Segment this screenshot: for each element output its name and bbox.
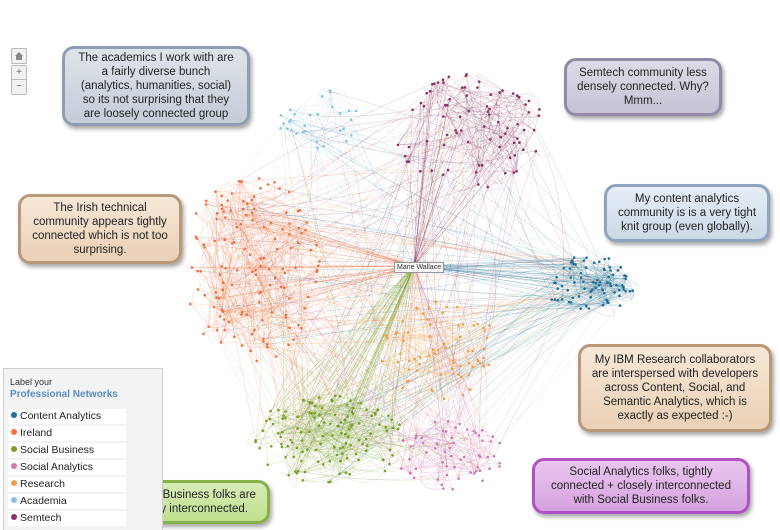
callout-social-analytics: Social Analytics folks, tightly connecte… [532, 458, 750, 514]
legend-item-research[interactable]: Research [8, 477, 126, 492]
callout-academics: The academics I work with are a fairly d… [62, 46, 250, 126]
home-button[interactable] [11, 48, 27, 64]
callout-semtech: Semtech community less densely connected… [564, 58, 722, 116]
home-icon [15, 52, 23, 60]
zoom-out-button[interactable]: − [11, 79, 27, 95]
center-node-label[interactable]: Marie Wallace [394, 262, 445, 273]
legend-label: Ireland [20, 427, 53, 439]
legend-item-semtech[interactable]: Semtech [8, 511, 126, 526]
legend-dot [11, 480, 17, 487]
legend-label: Research [20, 478, 65, 490]
callout-irish: The Irish technical community appears ti… [18, 194, 182, 264]
legend-dot [11, 429, 17, 436]
legend-label: Social Business [20, 444, 95, 456]
legend-dot [11, 463, 17, 470]
legend-dot [11, 497, 17, 504]
legend-label: Content Analytics [20, 410, 102, 422]
legend-dot [11, 412, 17, 419]
legend-dot [11, 446, 17, 453]
legend-item-social-business[interactable]: Social Business [8, 443, 126, 458]
legend-panel: Label your Professional Networks Content… [3, 368, 163, 530]
legend-item-ireland[interactable]: Ireland [8, 426, 126, 441]
callout-research: My IBM Research collaborators are inters… [578, 344, 772, 432]
callout-content-analytics: My content analytics community is is a v… [604, 184, 770, 242]
legend-heading: Label your [10, 377, 53, 387]
legend-label: Academia [20, 495, 67, 507]
legend-item-content-analytics[interactable]: Content Analytics [8, 409, 126, 424]
graph-nodes [189, 73, 635, 491]
legend-item-social-analytics[interactable]: Social Analytics [8, 460, 126, 475]
legend-item-academia[interactable]: Academia [8, 494, 126, 509]
legend-label: Semtech [20, 512, 62, 524]
graph-edges [178, 74, 639, 490]
legend-title: Professional Networks [10, 389, 118, 400]
legend-dot [11, 514, 17, 521]
legend-label: Social Analytics [20, 461, 93, 473]
